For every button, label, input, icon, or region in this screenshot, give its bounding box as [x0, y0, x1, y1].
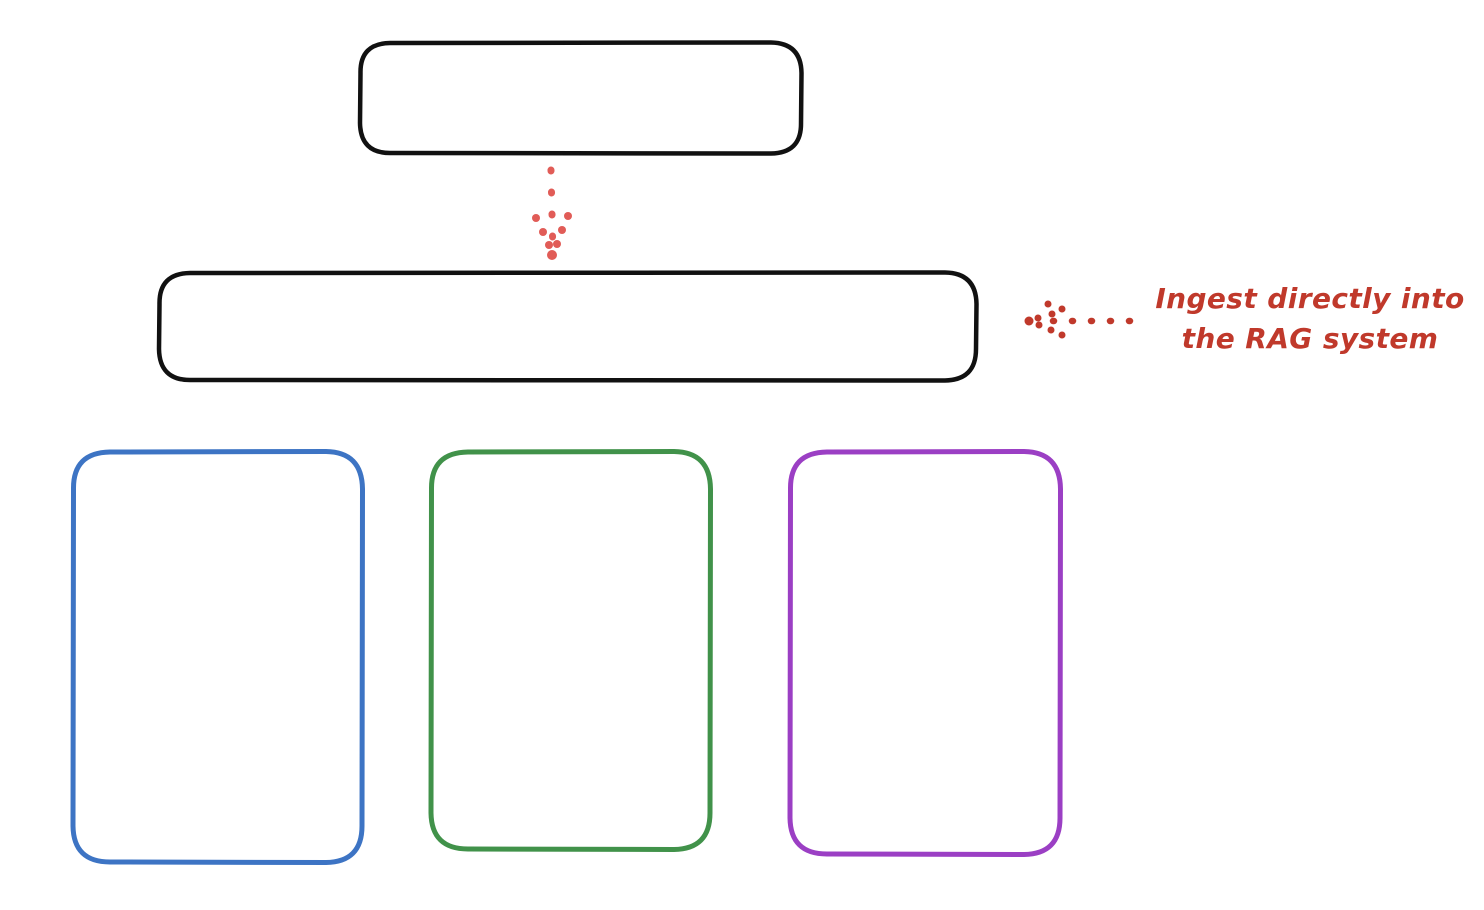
node-relational-io-label: RelationalIO (insert_sql, query_sql) SQL… — [830, 561, 1021, 745]
node-agent-label: AGENT — [515, 80, 646, 116]
node-rag-tool-label: RAG Tool — [500, 309, 635, 344]
node-vector-io-label: VectorIO (insert_chunks, delete_chunks, … — [99, 546, 337, 768]
node-key-value-io[interactable]: KeyValueIO (set_key, delete_key, get) Ke… — [428, 449, 714, 853]
node-vector-io[interactable]: VectorIO (insert_chunks, delete_chunks, … — [70, 449, 366, 866]
annotation-ingest-note: Ingest directly into the RAG system — [1155, 282, 1465, 355]
node-key-value-io-label: KeyValueIO (set_key, delete_key, get) Ke… — [446, 559, 696, 742]
node-agent[interactable]: AGENT — [357, 40, 804, 156]
node-rag-tool[interactable]: RAG Tool — [156, 270, 979, 383]
connector-ingest-to-rag-tool — [1024, 300, 1134, 339]
connector-agent-to-rag-tool — [532, 166, 572, 260]
node-relational-io[interactable]: RelationalIO (insert_sql, query_sql) SQL… — [787, 449, 1064, 858]
